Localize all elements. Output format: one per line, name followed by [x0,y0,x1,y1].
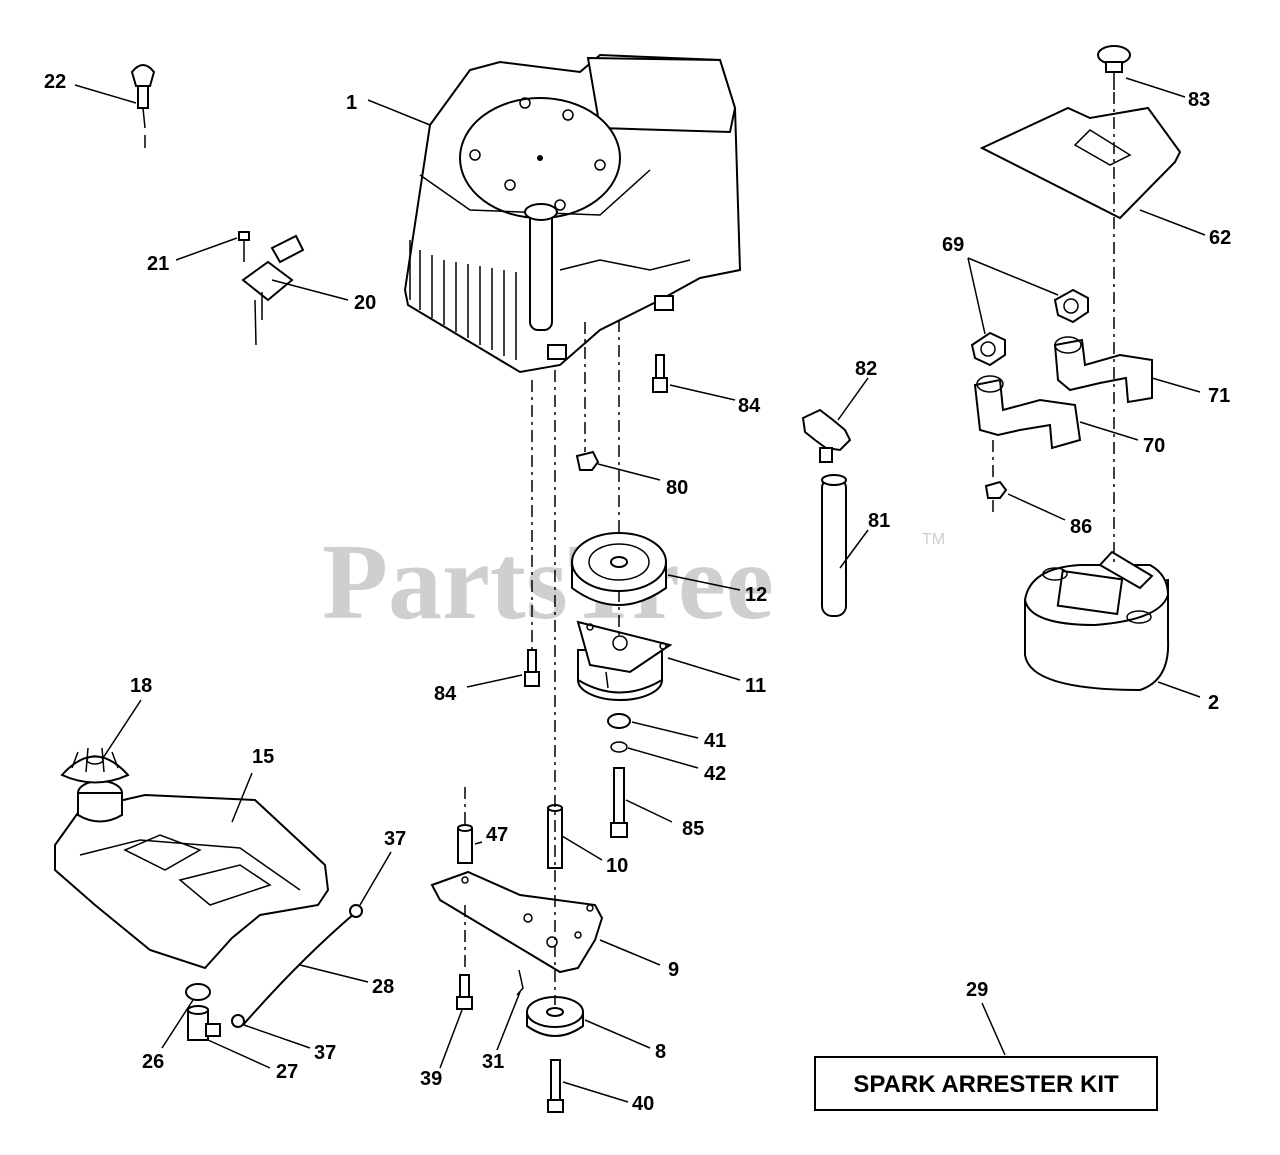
gasket-part-69-left[interactable] [970,331,1006,367]
screw-part-21[interactable] [238,231,250,262]
assembly-lines [464,92,1115,1005]
callout-29: 29 [966,979,988,1001]
fuel-line-part-28[interactable] [242,912,356,1026]
pulley-part-12[interactable] [571,532,667,606]
callout-27: 27 [276,1061,298,1083]
callout-18: 18 [130,675,152,697]
dipstick-part[interactable] [130,64,156,148]
engine-part[interactable] [403,53,742,374]
callout-84-lower: 84 [434,683,457,705]
callout-26: 26 [142,1051,164,1073]
partstree-watermark: PartsTree [322,523,774,642]
idler-bracket-part-9[interactable] [430,870,604,974]
callout-21: 21 [147,253,169,275]
washer-part-41[interactable] [607,713,631,729]
callout-2: 2 [1208,692,1219,714]
elbow-fitting-part-82[interactable] [801,408,852,463]
callout-84-upper: 84 [738,395,761,417]
callout-42: 42 [704,763,726,785]
bolt-part-40[interactable] [547,1059,564,1113]
exhaust-pipe-part-70[interactable] [973,378,1082,450]
grommet-part-26[interactable] [185,983,211,1001]
callout-85: 85 [682,818,704,840]
callout-28: 28 [372,976,394,998]
gasket-part-69-right[interactable] [1053,288,1089,324]
screw-part-31[interactable] [516,969,524,996]
callout-12: 12 [745,584,767,606]
screw-part-83[interactable] [1097,45,1131,90]
screw-part-84-lower[interactable] [524,649,540,687]
clamp-part-37-upper[interactable] [349,904,363,918]
spark-arrester-kit-box[interactable]: SPARK ARRESTER KIT [814,1056,1158,1111]
nut-part-80[interactable] [575,450,600,471]
callout-labels: 1 2 8 9 10 11 12 15 18 20 21 22 26 27 28… [44,71,1231,1115]
cylinder-fins [419,250,517,360]
callout-1: 1 [346,92,357,114]
callout-22: 22 [44,71,66,93]
fuel-tank-part-15[interactable] [54,780,330,970]
clamp-part-37-lower[interactable] [231,1014,245,1028]
spark-arrester-kit-label: SPARK ARRESTER KIT [853,1071,1119,1098]
throttle-bracket-part[interactable] [241,234,305,346]
fuel-valve-part-27[interactable] [187,1005,221,1041]
hose-part-81[interactable] [821,474,847,617]
trademark-mark: TM [922,531,945,548]
callout-15: 15 [252,746,274,768]
callout-8: 8 [655,1041,666,1063]
callout-37-lower: 37 [314,1042,336,1064]
callout-39: 39 [420,1068,442,1090]
spacer-part-47[interactable] [457,824,473,864]
callout-40: 40 [632,1093,654,1115]
callout-10: 10 [606,855,628,877]
idler-pulley-part-8[interactable] [526,996,584,1037]
leader-lines [74,77,1206,1103]
callout-81: 81 [868,510,890,532]
callout-70: 70 [1143,435,1165,457]
fuel-cap-part-18[interactable] [60,747,130,784]
exhaust-pipe-part-71[interactable] [1053,338,1153,404]
lock-washer-part-42[interactable] [610,741,628,753]
callout-82: 82 [855,358,877,380]
callout-69: 69 [942,234,964,256]
muffler-guard-part-62[interactable] [979,106,1182,220]
callout-80: 80 [666,477,688,499]
pto-clutch-part-11[interactable] [576,620,673,701]
callout-31: 31 [482,1051,504,1073]
callout-86: 86 [1070,516,1092,538]
callout-20: 20 [354,292,376,314]
nut-part-86[interactable] [984,480,1008,499]
callout-11: 11 [745,675,766,697]
callout-83: 83 [1188,89,1210,111]
callout-62: 62 [1209,227,1231,249]
callout-47: 47 [486,824,508,846]
callout-71: 71 [1208,385,1230,407]
bolt-part-85[interactable] [610,767,628,838]
callout-37-upper: 37 [384,828,406,850]
screw-part-84-upper[interactable] [652,354,668,393]
callout-41: 41 [704,730,726,752]
muffler-part-2[interactable] [1023,550,1170,692]
bolt-part-39[interactable] [456,974,473,1010]
callout-9: 9 [668,959,679,981]
